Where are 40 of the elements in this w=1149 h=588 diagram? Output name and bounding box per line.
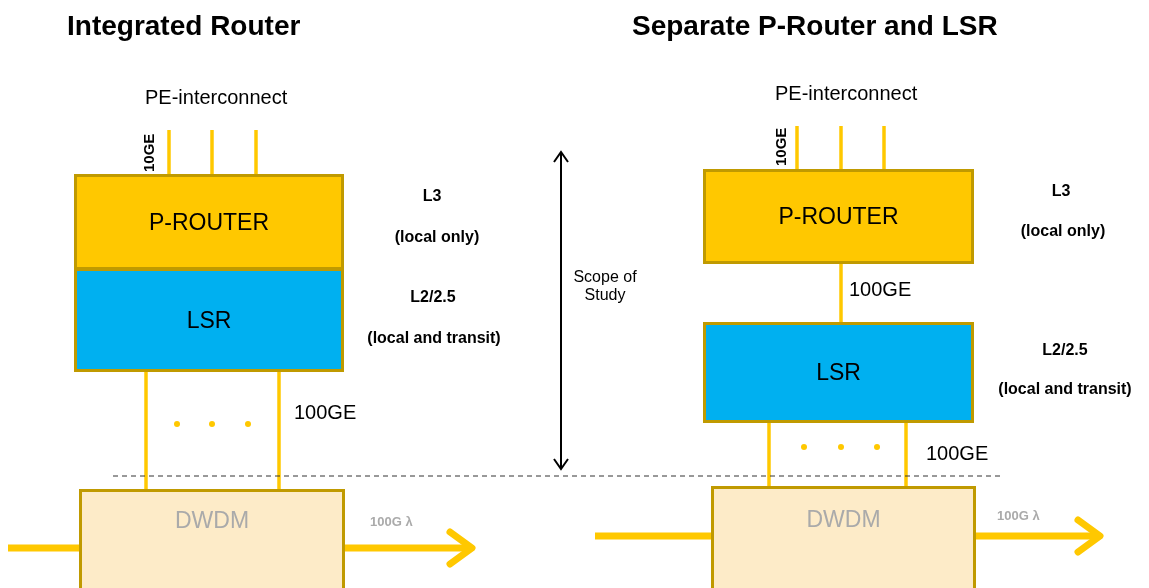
arrow bbox=[976, 516, 1104, 556]
layer-note: (local and transit) bbox=[367, 329, 501, 347]
edge-label: 100G λ bbox=[369, 514, 414, 529]
box-label: LSR bbox=[186, 306, 232, 334]
layer-note: L2/2.5 bbox=[1042, 341, 1088, 359]
connector-line bbox=[254, 130, 258, 174]
router-box bbox=[74, 174, 344, 270]
router-box bbox=[703, 169, 974, 264]
heading: Separate P-Router and LSR bbox=[632, 10, 998, 42]
layer-note: (local only) bbox=[394, 228, 480, 246]
connector-line bbox=[277, 372, 281, 489]
connector-line bbox=[904, 423, 908, 486]
lsr-box bbox=[74, 268, 344, 372]
connector-line bbox=[144, 372, 148, 489]
connector-line bbox=[767, 423, 771, 486]
connector-line bbox=[839, 126, 843, 169]
edge-label: 100G λ bbox=[996, 508, 1041, 523]
connector-line bbox=[210, 130, 214, 174]
layer-note: L2/2.5 bbox=[410, 288, 456, 306]
connector-line bbox=[882, 126, 886, 169]
caption-text: PE-interconnect bbox=[145, 86, 288, 109]
layer-note: (local and transit) bbox=[998, 380, 1132, 398]
caption-text: PE-interconnect bbox=[775, 82, 918, 105]
dwdm-box bbox=[79, 489, 345, 588]
scope-label: Scope of Study bbox=[572, 268, 638, 304]
lsr-box bbox=[703, 322, 974, 423]
connector-line bbox=[839, 264, 843, 322]
box-label: P-ROUTER bbox=[778, 203, 899, 230]
connector-line bbox=[795, 126, 799, 169]
layer-note: L3 bbox=[422, 187, 442, 205]
dwdm-box bbox=[711, 486, 976, 588]
connector-line bbox=[167, 130, 171, 174]
arrow bbox=[345, 528, 476, 568]
box-label: DWDM bbox=[174, 507, 250, 534]
box-label: LSR bbox=[816, 359, 861, 386]
heading: Integrated Router bbox=[67, 10, 301, 42]
box-label: P-ROUTER bbox=[148, 208, 270, 236]
layer-note: L3 bbox=[1051, 182, 1071, 200]
layer-note: (local only) bbox=[1020, 222, 1106, 240]
box-label: DWDM bbox=[806, 505, 881, 533]
